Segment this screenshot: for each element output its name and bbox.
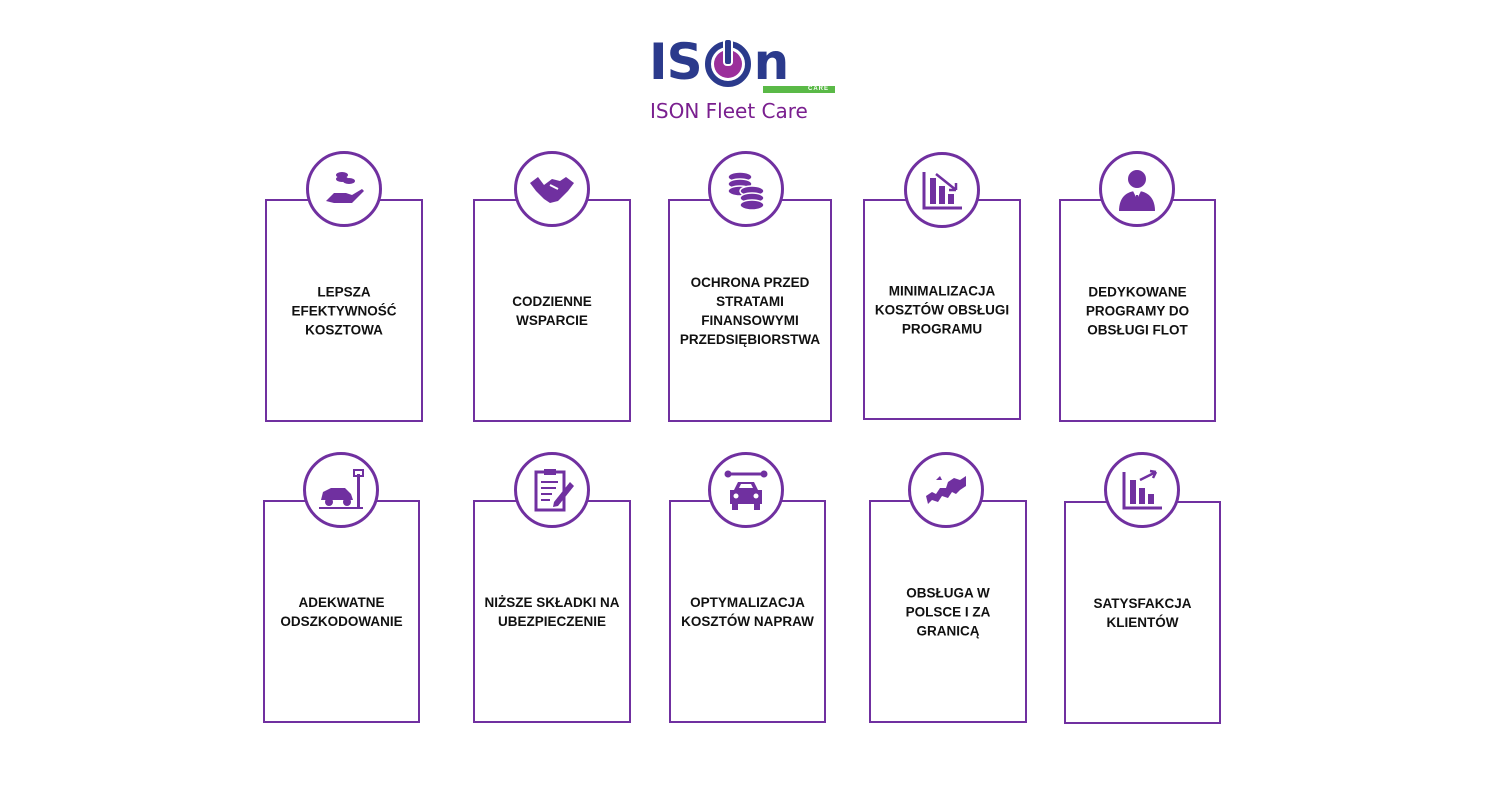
businessman-icon <box>1099 151 1175 227</box>
benefit-card: NIŻSZE SKŁADKI NA UBEZPIECZENIE <box>473 500 631 723</box>
benefit-card: MINIMALIZACJA KOSZTÓW OBSŁUGI PROGRAMU <box>863 199 1021 420</box>
car-wrench-icon <box>708 452 784 528</box>
hand-coins-icon <box>306 151 382 227</box>
car-crash-icon <box>303 452 379 528</box>
benefit-card: ADEKWATNE ODSZKODOWANIE <box>263 500 420 723</box>
benefit-label: OBSŁUGA W POLSCE I ZA GRANICĄ <box>905 585 991 638</box>
benefit-label: CODZIENNE WSPARCIE <box>512 293 592 328</box>
benefit-card: OCHRONA PRZED STRATAMI FINANSOWYMI PRZED… <box>668 199 832 422</box>
handshake-icon <box>514 151 590 227</box>
ison-logo: IS n CARE ISON Fleet Care <box>645 25 845 125</box>
benefit-card: SATYSFAKCJA KLIENTÓW <box>1064 501 1221 724</box>
benefit-card: LEPSZA EFEKTYWNOŚĆ KOSZTOWA <box>265 199 423 422</box>
benefit-label: OPTYMALIZACJA KOSZTÓW NAPRAW <box>681 594 814 629</box>
benefit-card: CODZIENNE WSPARCIE <box>473 199 631 422</box>
power-icon <box>704 38 751 87</box>
benefit-label: LEPSZA EFEKTYWNOŚĆ KOSZTOWA <box>291 284 397 337</box>
clipboard-pen-icon <box>514 452 590 528</box>
benefit-label: DEDYKOWANE PROGRAMY DO OBSŁUGI FLOT <box>1085 284 1190 337</box>
benefit-label: ADEKWATNE ODSZKODOWANIE <box>280 594 403 629</box>
logo-subtitle: ISON Fleet Care <box>650 99 808 123</box>
logo-wordmark: IS n <box>649 33 789 91</box>
benefit-card: OPTYMALIZACJA KOSZTÓW NAPRAW <box>669 500 826 723</box>
coins-stack-icon <box>708 151 784 227</box>
benefit-label: OCHRONA PRZED STRATAMI FINANSOWYMI PRZED… <box>679 274 821 347</box>
benefit-label: NIŻSZE SKŁADKI NA UBEZPIECZENIE <box>484 594 620 629</box>
logo-care-badge: CARE <box>763 86 835 93</box>
chart-down-icon <box>904 152 980 228</box>
benefit-label: MINIMALIZACJA KOSZTÓW OBSŁUGI PROGRAMU <box>874 283 1010 336</box>
chart-up-icon <box>1104 452 1180 528</box>
benefit-label: SATYSFAKCJA KLIENTÓW <box>1093 595 1192 630</box>
europe-map-icon <box>908 452 984 528</box>
benefit-card: OBSŁUGA W POLSCE I ZA GRANICĄ <box>869 500 1027 723</box>
benefit-card: DEDYKOWANE PROGRAMY DO OBSŁUGI FLOT <box>1059 199 1216 422</box>
